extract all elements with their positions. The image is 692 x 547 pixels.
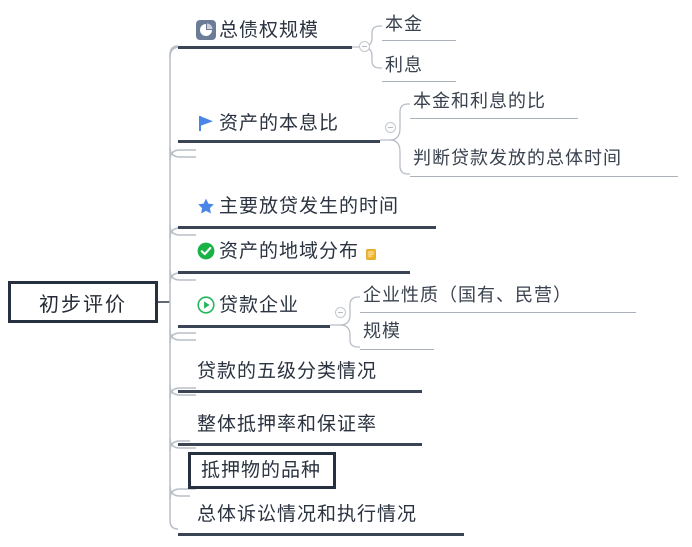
- branch-underline-litigation-execution: [178, 533, 464, 536]
- green-check-icon: [196, 241, 216, 261]
- sub-node-enterprise-nature[interactable]: 企业性质（国有、民营）: [363, 285, 572, 306]
- sub-node-loan-issue-timeline[interactable]: 判断贷款发放的总体时间: [413, 148, 622, 169]
- branch-node-mortgage-guarantee-rate[interactable]: 整体抵押率和保证率: [197, 415, 377, 434]
- branch-underline-total-claim-scale: [178, 46, 352, 49]
- sub-underline-enterprise-scale: [360, 349, 434, 351]
- branch-underline-five-tier-classification: [178, 390, 422, 393]
- branch-label-five-tier-classification: 贷款的五级分类情况: [197, 360, 378, 382]
- branch-label-loan-enterprise: 贷款企业: [219, 293, 300, 316]
- branch-label-mortgage-guarantee-rate: 整体抵押率和保证率: [197, 413, 378, 435]
- branch-underline-loan-enterprise: [178, 325, 330, 328]
- collapse-toggle-principal-interest-ratio[interactable]: [385, 122, 396, 133]
- root-node[interactable]: 初步评价: [8, 281, 158, 323]
- sub-node-interest[interactable]: 利息: [385, 55, 423, 76]
- branch-node-main-lending-time[interactable]: 主要放贷发生的时间: [196, 196, 399, 216]
- branch-node-litigation-execution[interactable]: 总体诉讼情况和执行情况: [197, 505, 417, 524]
- branch-label-principal-interest-ratio: 资产的本息比: [219, 111, 340, 134]
- sub-underline-interest: [382, 81, 456, 83]
- pie-chart-icon: [196, 20, 216, 40]
- branch-label-collateral-categories: 抵押物的品种: [201, 459, 322, 481]
- note-attachment-icon[interactable]: [366, 246, 376, 260]
- branch-label-main-lending-time: 主要放贷发生的时间: [219, 194, 400, 217]
- branch-node-collateral-categories[interactable]: 抵押物的品种: [188, 452, 337, 489]
- branch-underline-mortgage-guarantee-rate: [178, 443, 422, 446]
- sub-node-principal[interactable]: 本金: [385, 14, 423, 35]
- sub-underline-loan-issue-timeline: [410, 176, 678, 178]
- blue-star-icon: [196, 196, 216, 216]
- sub-node-principal-interest-ratio-definition[interactable]: 本金和利息的比: [413, 91, 546, 112]
- sub-underline-principal-interest-ratio-definition: [410, 118, 578, 120]
- sub-underline-enterprise-nature: [360, 312, 636, 314]
- branch-label-litigation-execution: 总体诉讼情况和执行情况: [197, 503, 418, 525]
- branch-node-total-claim-scale[interactable]: 总债权规模: [196, 20, 319, 40]
- branch-underline-principal-interest-ratio: [178, 140, 380, 143]
- branch-node-five-tier-classification[interactable]: 贷款的五级分类情况: [197, 362, 377, 381]
- sub-node-enterprise-scale[interactable]: 规模: [363, 321, 401, 342]
- branch-node-asset-regional-distribution[interactable]: 资产的地域分布: [196, 241, 376, 261]
- branch-node-loan-enterprise[interactable]: 贷款企业: [196, 295, 299, 315]
- branch-label-total-claim-scale: 总债权规模: [219, 18, 320, 41]
- root-node-label: 初步评价: [39, 291, 127, 316]
- blue-flag-icon: [196, 113, 216, 133]
- collapse-toggle-loan-enterprise[interactable]: [335, 307, 346, 318]
- branch-underline-main-lending-time: [178, 226, 436, 229]
- branch-label-asset-regional-distribution: 资产的地域分布: [219, 239, 360, 262]
- sub-underline-principal: [382, 40, 456, 42]
- branch-node-principal-interest-ratio[interactable]: 资产的本息比: [196, 113, 339, 133]
- collapse-toggle-total-claim-scale[interactable]: [359, 41, 370, 52]
- branch-underline-asset-regional-distribution: [178, 271, 410, 274]
- green-play-icon: [196, 295, 216, 315]
